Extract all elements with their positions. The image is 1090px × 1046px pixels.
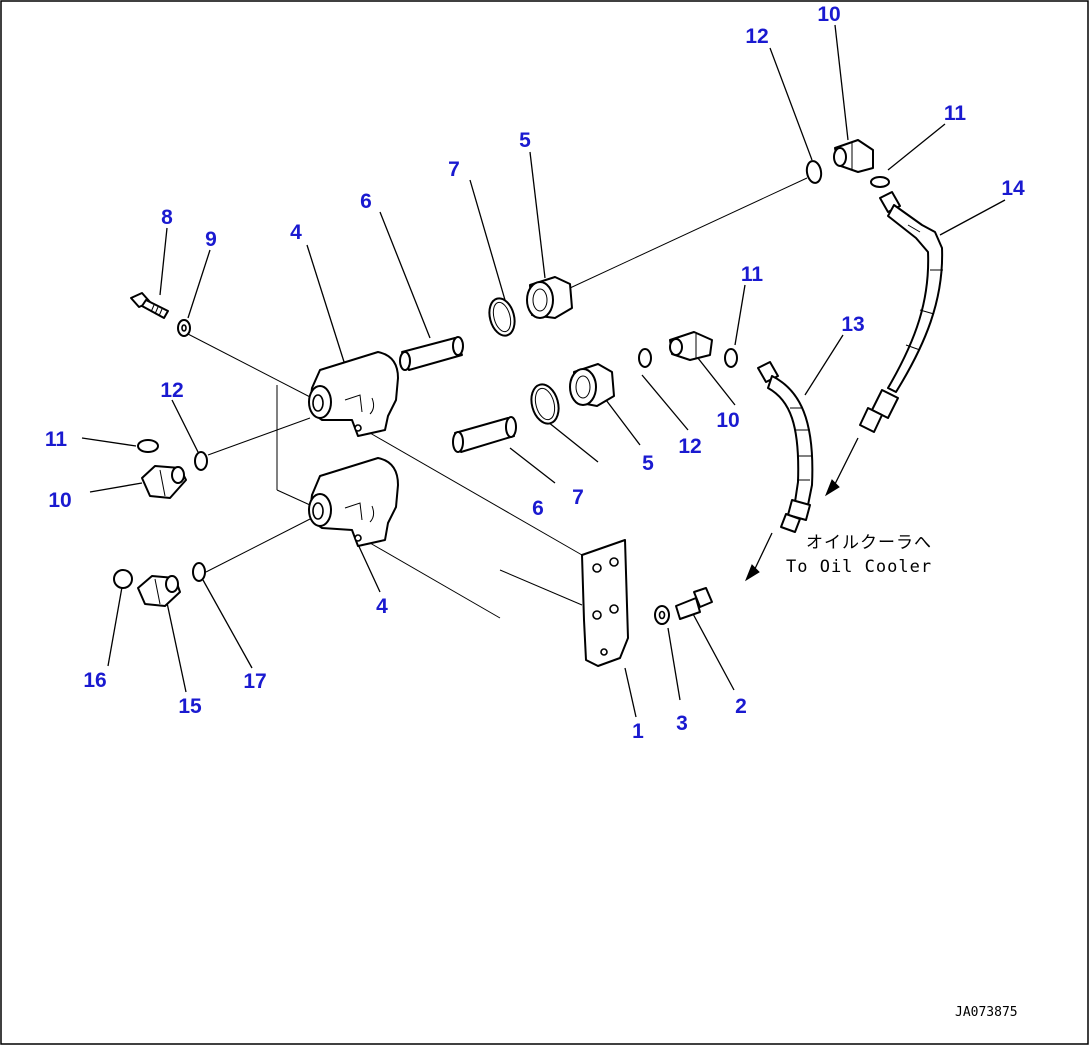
callout-10-middle: 10 [716, 409, 739, 432]
oring-lower-part-7 [530, 383, 560, 425]
washer-part-3 [654, 605, 670, 625]
phantom-alignment-lines [185, 177, 808, 619]
callout-13: 13 [841, 313, 864, 336]
valve-body-upper-part-4 [308, 351, 399, 437]
callout-12-middle: 12 [678, 435, 701, 458]
callout-7-lower: 7 [572, 486, 584, 509]
callout-6-upper: 6 [360, 190, 372, 213]
callout-4-upper: 4 [290, 221, 302, 244]
elbow-left-part-10 [141, 465, 187, 499]
direction-arrows [744, 437, 859, 582]
callout-10-top: 10 [817, 3, 840, 26]
callout-labels: 1 2 3 4 4 5 5 6 6 7 7 8 9 10 10 10 11 11… [45, 3, 1025, 743]
callout-11-left: 11 [45, 428, 68, 451]
callout-17: 17 [243, 670, 266, 693]
sleeve-lower-part-6 [452, 416, 517, 453]
callout-4-lower: 4 [376, 595, 388, 618]
callout-12-left: 12 [160, 379, 183, 402]
callout-16: 16 [83, 669, 106, 692]
callout-6-lower: 6 [532, 497, 544, 520]
washer-part-9 [177, 319, 191, 337]
elbow-middle-part-10 [669, 331, 713, 361]
elbow-part-15 [137, 575, 181, 607]
callout-8: 8 [161, 206, 173, 229]
callout-5-upper: 5 [519, 129, 531, 152]
note-english: To Oil Cooler [786, 557, 932, 577]
callout-15: 15 [178, 695, 202, 718]
sleeve-upper-part-6 [399, 336, 464, 371]
bracket-part-1 [581, 539, 629, 667]
callout-11-top: 11 [944, 102, 967, 125]
callout-7-upper: 7 [448, 158, 460, 181]
callout-2: 2 [735, 695, 747, 718]
bolt-part-2 [675, 587, 713, 620]
callout-11-middle: 11 [741, 263, 764, 286]
callout-3: 3 [676, 712, 688, 735]
leader-lines [81, 24, 1006, 718]
oring-upper-part-7 [488, 297, 516, 337]
callout-10-left: 10 [48, 489, 71, 512]
valve-body-lower-part-4 [308, 457, 399, 547]
callout-1: 1 [632, 720, 644, 743]
small-orings [113, 160, 890, 589]
drawing-code: JA073875 [955, 1005, 1018, 1020]
plug-lower-part-5 [569, 363, 615, 407]
note-japanese: オイルクーラへ [806, 533, 932, 553]
callout-14: 14 [1001, 177, 1025, 200]
callout-12-top: 12 [745, 25, 768, 48]
hose-part-14 [859, 191, 944, 433]
hose-part-13 [757, 361, 814, 533]
plug-upper-part-5 [526, 276, 573, 319]
callout-9: 9 [205, 228, 217, 251]
elbow-top-part-10 [833, 139, 874, 173]
bolt-part-8 [130, 292, 169, 319]
callout-5-lower: 5 [642, 452, 654, 475]
